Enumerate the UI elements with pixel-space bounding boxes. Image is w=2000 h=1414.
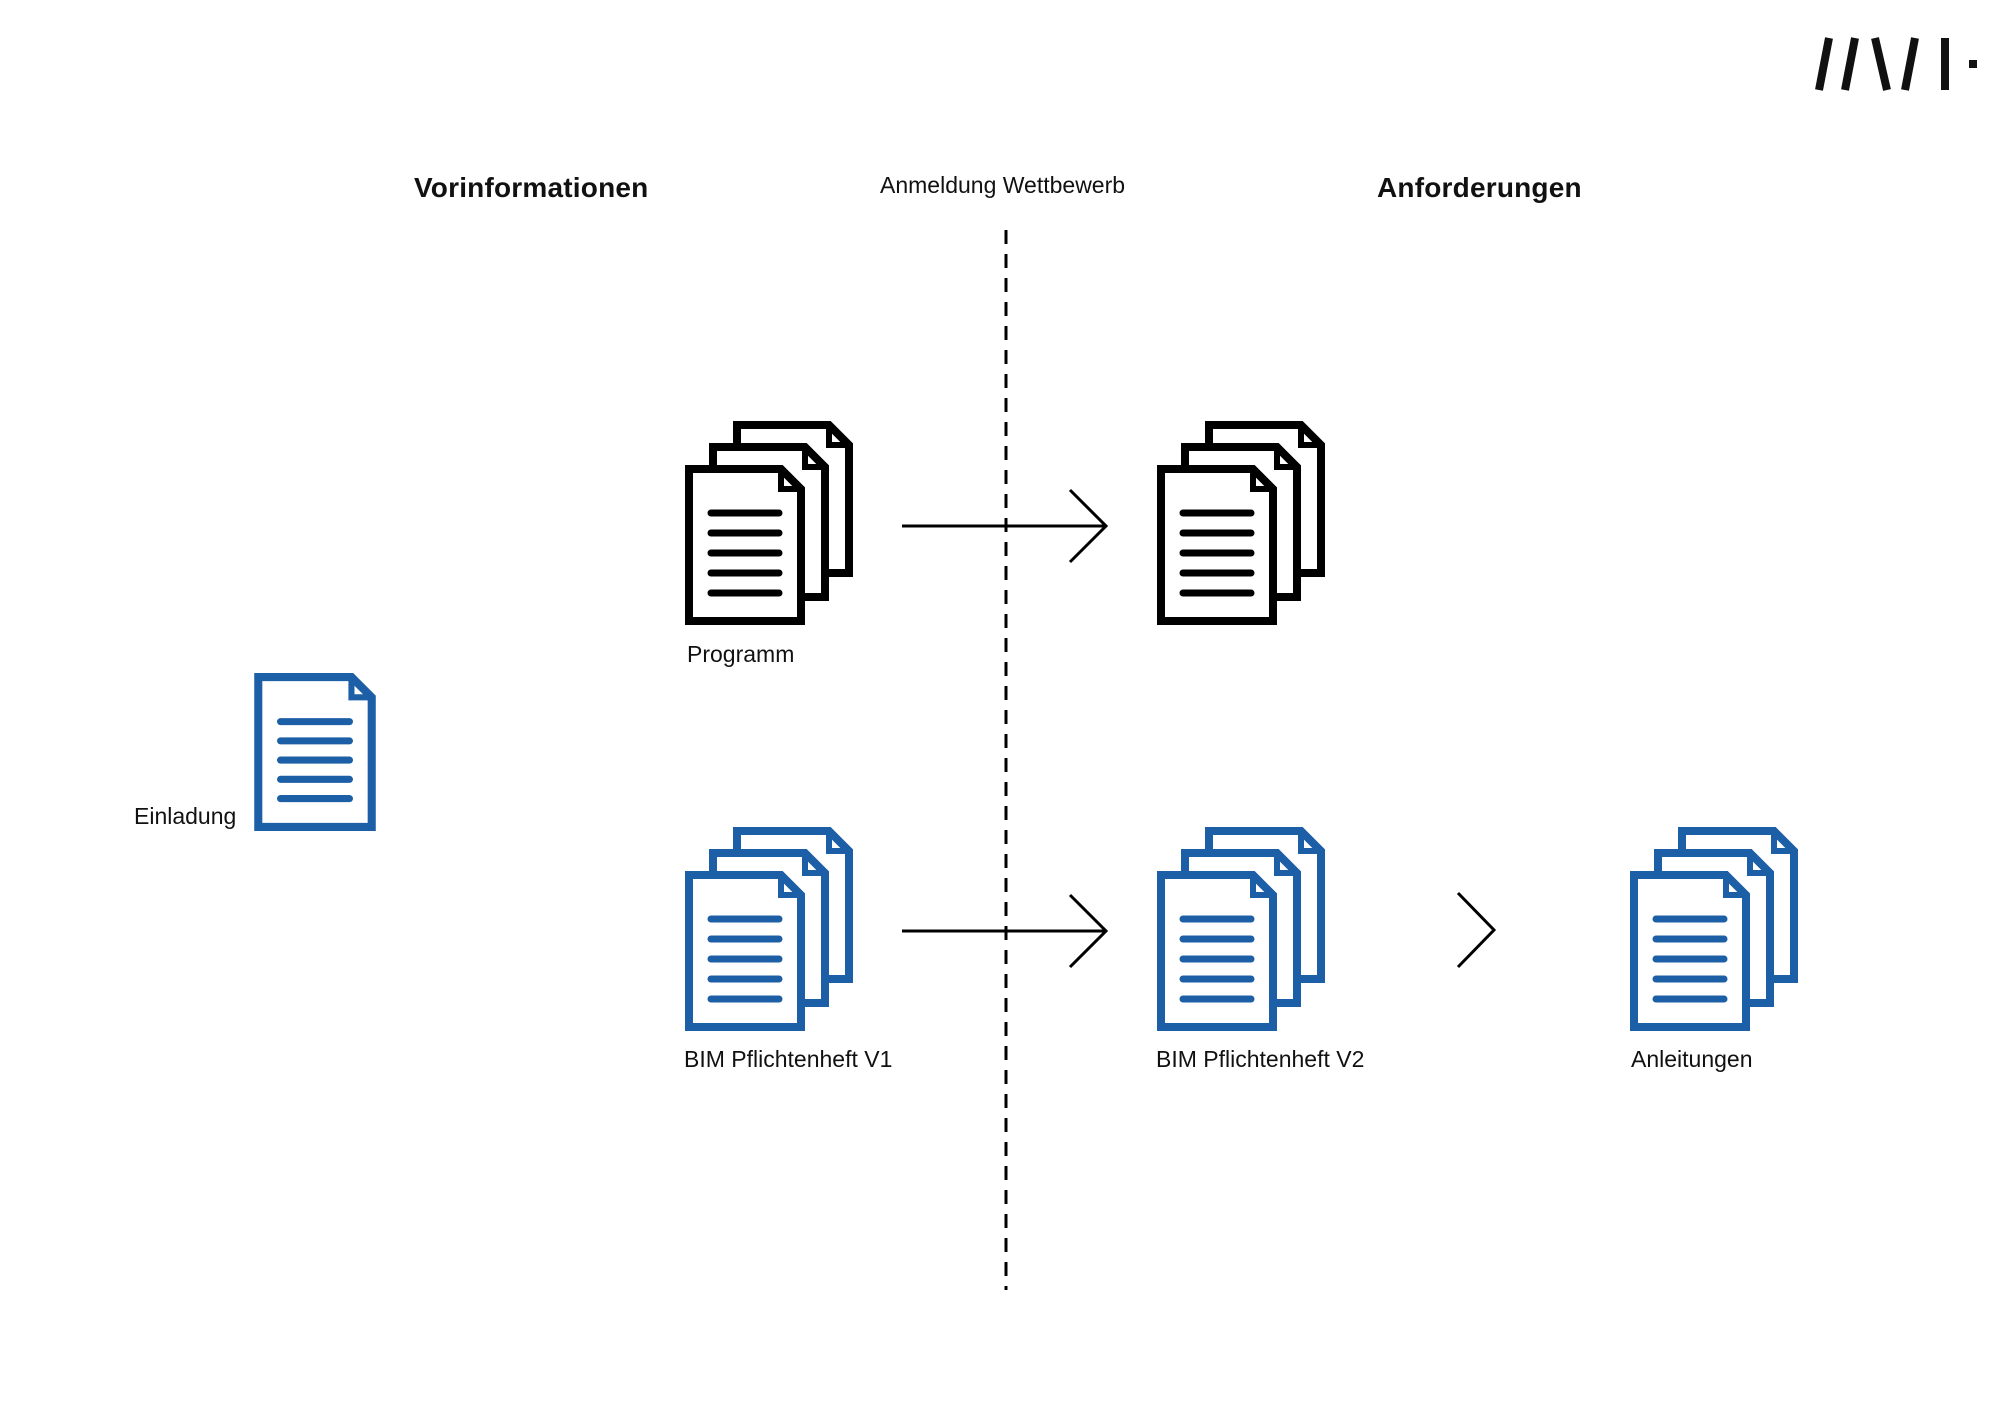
label-anleitungen: Anleitungen (1631, 1046, 1753, 1072)
registration-divider-line (1004, 230, 1008, 1290)
label-programm: Programm (687, 641, 795, 667)
heading-anmeldung-wettbewerb: Anmeldung Wettbewerb (880, 172, 1126, 198)
document-stack-icon (1157, 827, 1327, 1031)
label-bim-pflichtenheft-v2: BIM Pflichtenheft V2 (1156, 1046, 1365, 1072)
document-stack-icon (1630, 827, 1800, 1031)
label-bim-pflichtenheft-v1: BIM Pflichtenheft V1 (684, 1046, 893, 1072)
document-stack-icon (1157, 421, 1327, 625)
arrow-right-icon (902, 893, 1109, 969)
document-stack-icon (685, 421, 855, 625)
heading-anforderungen: Anforderungen (1377, 172, 1582, 203)
heading-vorinformationen: Vorinformationen (414, 172, 649, 203)
logo-mark (1815, 37, 1977, 91)
document-icon (254, 673, 376, 831)
chevron-right-icon (1456, 891, 1497, 969)
arrow-right-icon (902, 488, 1109, 564)
document-stack-icon (685, 827, 855, 1031)
label-einladung: Einladung (134, 803, 237, 829)
